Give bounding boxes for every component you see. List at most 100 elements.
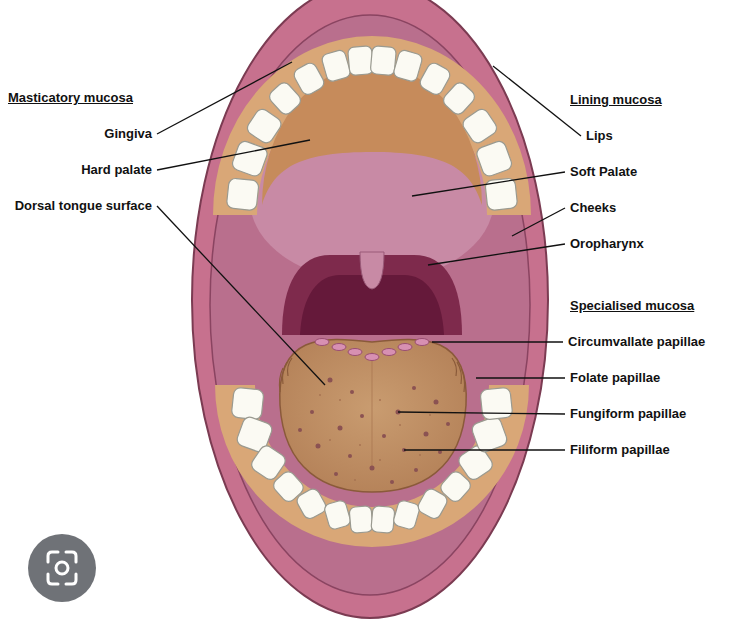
filiform-papillae xyxy=(319,394,431,481)
outer-lips xyxy=(192,0,548,618)
dot xyxy=(429,414,431,416)
leader-line xyxy=(432,341,563,342)
leader-line xyxy=(157,62,292,134)
tooth xyxy=(418,61,453,97)
dot xyxy=(328,378,333,383)
section-heading: Lining mucosa xyxy=(570,91,662,109)
papilla xyxy=(332,344,346,351)
leader-line xyxy=(157,140,310,170)
dot xyxy=(379,459,381,461)
uvula xyxy=(360,252,384,289)
dot xyxy=(399,424,401,426)
dot xyxy=(360,414,364,418)
dot xyxy=(334,472,338,476)
dot xyxy=(319,394,321,396)
tongue xyxy=(280,339,466,492)
papilla xyxy=(382,349,396,356)
upper-teeth xyxy=(226,46,518,211)
dot xyxy=(396,410,401,415)
lens-badge xyxy=(28,534,96,602)
leader-line xyxy=(157,206,325,385)
tooth xyxy=(370,46,396,76)
tooth xyxy=(475,139,513,177)
part-label: Filiform papillae xyxy=(570,441,670,459)
leader-line xyxy=(512,208,565,236)
tongue-median-groove xyxy=(371,352,372,470)
tooth xyxy=(231,387,264,420)
dot xyxy=(438,450,442,454)
dot xyxy=(354,479,356,481)
folate-papillae xyxy=(279,358,464,392)
tooth xyxy=(231,139,269,177)
dot xyxy=(338,426,343,431)
oral-cavity xyxy=(210,15,530,595)
circumvallate-papillae xyxy=(315,339,429,361)
tooth xyxy=(349,506,373,534)
fungiform-papillae xyxy=(298,378,450,485)
ridge xyxy=(288,358,293,376)
dot xyxy=(424,432,429,437)
leader-line xyxy=(493,66,581,136)
lens-frame xyxy=(48,552,76,584)
lens-circle xyxy=(56,562,68,574)
tooth xyxy=(292,61,327,97)
tooth xyxy=(321,49,352,83)
papilla xyxy=(348,349,362,356)
tooth xyxy=(267,80,304,117)
dot xyxy=(402,448,406,452)
tooth xyxy=(392,499,420,530)
tooth xyxy=(323,499,351,530)
lens-icon xyxy=(28,534,96,602)
ridge xyxy=(461,368,465,392)
section-heading: Specialised mucosa xyxy=(570,297,694,315)
tooth xyxy=(480,387,513,420)
ridge xyxy=(279,368,283,392)
section-heading: Masticatory mucosa xyxy=(8,89,133,107)
ridge xyxy=(457,362,462,384)
papilla xyxy=(315,339,329,346)
hard-palate xyxy=(262,65,482,205)
dot xyxy=(414,468,418,472)
part-label: Hard palate xyxy=(81,161,152,179)
dot xyxy=(412,386,416,390)
dot xyxy=(329,439,331,441)
tooth xyxy=(226,178,259,211)
part-label: Lips xyxy=(586,127,613,145)
leader-line xyxy=(476,377,565,378)
dot xyxy=(390,480,394,484)
ridge xyxy=(283,362,288,384)
tooth xyxy=(460,107,499,146)
part-label: Gingiva xyxy=(104,125,152,143)
lower-teeth xyxy=(231,387,513,533)
tooth xyxy=(371,506,395,534)
part-label: Folate papillae xyxy=(570,369,660,387)
dot xyxy=(419,454,421,456)
leader-line xyxy=(398,412,565,414)
part-label: Circumvallate papillae xyxy=(568,333,705,351)
papilla xyxy=(415,339,429,346)
dot xyxy=(359,444,361,446)
upper-gingiva xyxy=(235,58,509,215)
leader-line xyxy=(428,244,565,265)
dot xyxy=(339,399,341,401)
part-label: Oropharynx xyxy=(570,235,644,253)
papilla xyxy=(398,344,412,351)
dot xyxy=(298,428,302,432)
dot xyxy=(348,454,352,458)
part-label: Dorsal tongue surface xyxy=(15,197,152,215)
tooth xyxy=(393,49,424,83)
tooth xyxy=(295,487,329,521)
dot xyxy=(379,399,381,401)
dot xyxy=(350,390,354,394)
tooth xyxy=(470,415,508,453)
papilla xyxy=(365,354,379,361)
part-label: Soft Palate xyxy=(570,163,637,181)
dot xyxy=(370,466,375,471)
dot xyxy=(316,444,321,449)
ridge xyxy=(452,358,457,376)
tooth xyxy=(245,107,284,146)
part-label: Fungiform papillae xyxy=(570,405,686,423)
tooth xyxy=(441,80,478,117)
dot xyxy=(382,434,386,438)
